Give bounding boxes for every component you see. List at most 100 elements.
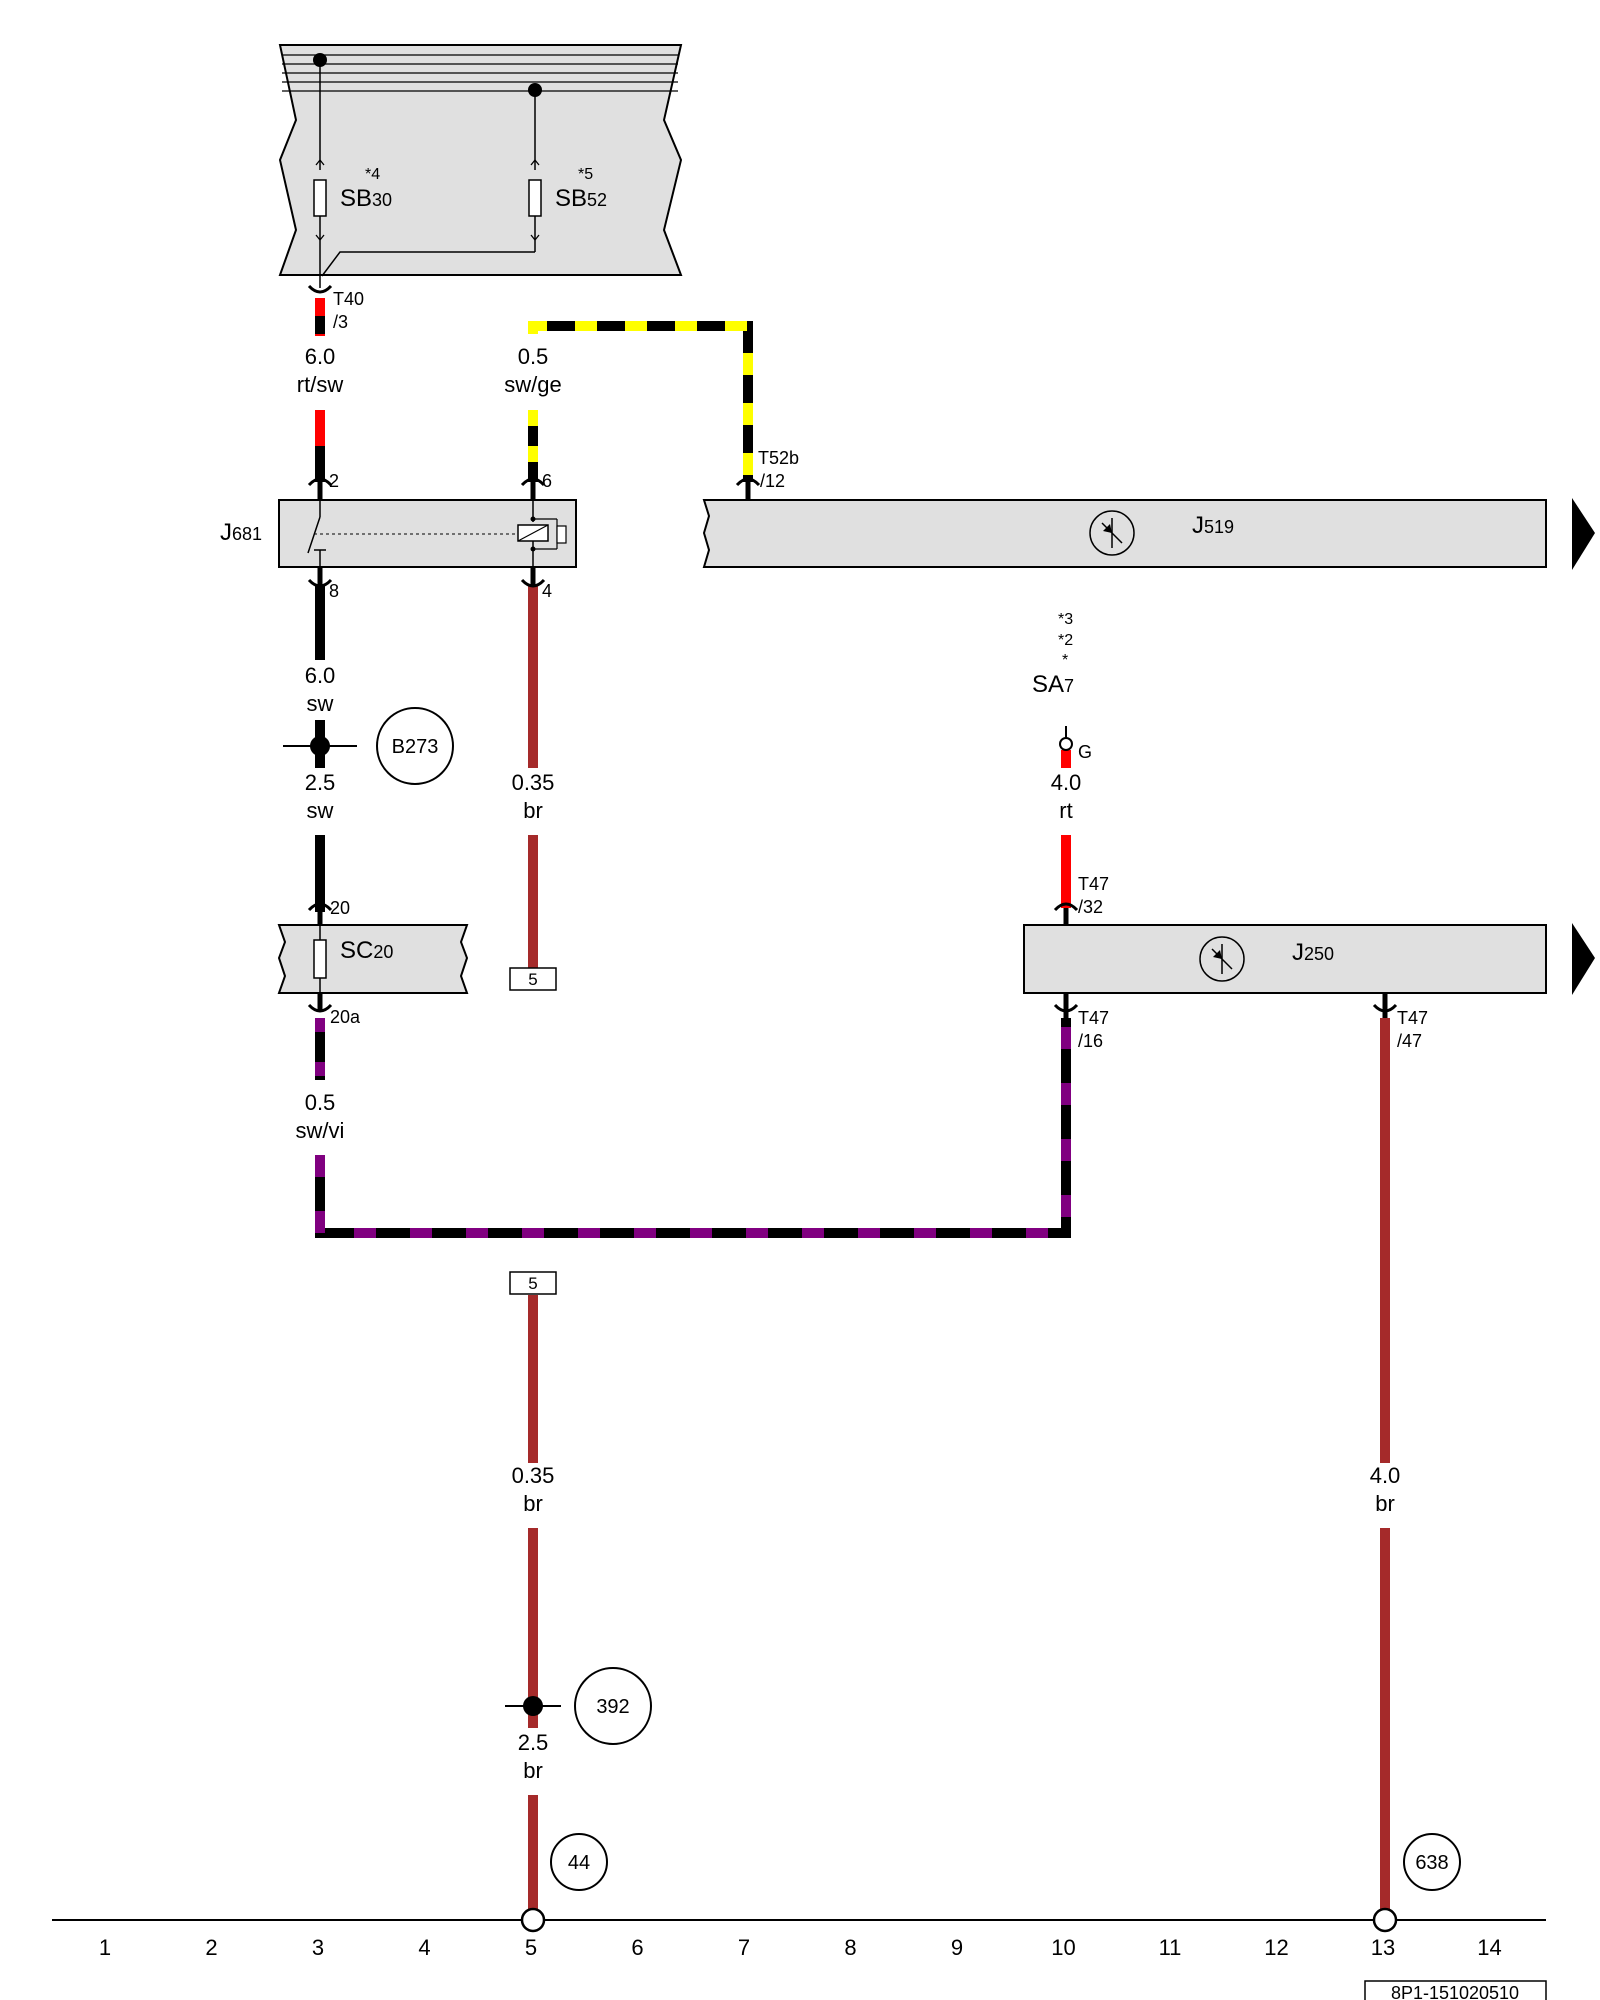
wire-sw-ge-size: 0.5 (518, 344, 549, 369)
j519-pin: /12 (760, 471, 785, 491)
j250-pin-in: /32 (1078, 897, 1103, 917)
svg-text:J681: J681 (220, 519, 262, 546)
continuation-box-bottom: 5 (509, 1271, 557, 1295)
wire-sw-ge-05 (528, 321, 753, 482)
fuse-sb30-note: *4 (365, 166, 380, 183)
fuse-sb52-name: SB (555, 185, 587, 212)
wire-sw-25-size: 2.5 (305, 770, 336, 795)
control-unit-j250: J250 T47 /32 T47 /16 T47 /47 (1023, 874, 1595, 1051)
fuse-carrier-sc20: SC20 20 20a (277, 898, 469, 1027)
ruler-number: 6 (631, 1935, 643, 1960)
fuse-sb52-note: *5 (578, 166, 593, 183)
wire-br-035-bottom-color: br (523, 1491, 543, 1516)
ground-638: 638 (1403, 1833, 1461, 1891)
control-unit-j519: J519 T52b /12 (702, 448, 1595, 570)
wire-br-035-top-color: br (523, 798, 543, 823)
j250-conn-in: T47 (1078, 874, 1109, 894)
j681-pin-2: 2 (329, 471, 339, 491)
wire-rt-sw-size: 6.0 (305, 344, 336, 369)
ruler-number: 3 (312, 1935, 324, 1960)
wire-br-25-size: 2.5 (518, 1730, 549, 1755)
wire-br-035-top-size: 0.35 (512, 770, 555, 795)
ground-bus (52, 1907, 1546, 1933)
j519-name: J (1192, 512, 1204, 539)
diagram-id: 8P1-151020510 (1364, 1980, 1547, 2000)
diagram-id-label: 8P1-151020510 (1391, 1983, 1519, 2000)
fuse-sb30-name: SB (340, 185, 372, 212)
wire-sw-6-color: sw (307, 691, 334, 716)
ruler-number: 4 (418, 1935, 430, 1960)
sc20-sub: 20 (373, 942, 393, 962)
ruler-number: 9 (951, 1935, 963, 1960)
fuse-sb52-sub: 52 (587, 190, 607, 210)
fuse-sb52: *5 SB52 (321, 83, 607, 277)
j681-pin-4: 4 (542, 581, 552, 601)
svg-text:SB30: SB30 (340, 185, 392, 212)
svg-text:SB52: SB52 (555, 185, 607, 212)
wire-labels: 6.0 rt/sw 0.5 sw/ge 6.0 sw 2.5 sw 0.35 b… (296, 344, 1401, 1783)
ruler-number: 10 (1051, 1935, 1075, 1960)
wire-sw-vi-size: 0.5 (305, 1090, 336, 1115)
sc20-pin-in: 20 (330, 898, 350, 918)
svg-text:J519: J519 (1192, 512, 1234, 539)
j681-pin-8: 8 (329, 581, 339, 601)
wire-sw-vi-color: sw/vi (296, 1118, 345, 1143)
sa7-note-3: *3 (1058, 611, 1073, 628)
j681-sub: 681 (232, 524, 262, 544)
fuse-sb30-sub: 30 (372, 190, 392, 210)
connector-t40: T40 /3 (307, 284, 364, 332)
electronic-unit-icon (1089, 510, 1135, 556)
continuation-arrow-icon (1572, 923, 1595, 995)
sc20-name: SC (340, 937, 373, 964)
wire-br-40-size: 4.0 (1370, 1463, 1401, 1488)
ruler-number: 1 (99, 1935, 111, 1960)
j250-conn-out2: T47 (1397, 1008, 1428, 1028)
wire-br-035-bottom-size: 0.35 (512, 1463, 555, 1488)
j681-pin-6: 6 (542, 471, 552, 491)
sa7-sub: 7 (1064, 676, 1074, 696)
sa7-note-1: * (1062, 652, 1068, 669)
ruler-number: 8 (844, 1935, 856, 1960)
fuse-sb30: *4 SB30 (313, 53, 392, 288)
sa7-name: SA (1032, 671, 1064, 698)
j519-connector: T52b (758, 448, 799, 468)
continuation-arrow-icon (1572, 498, 1595, 570)
wire-br-25-color: br (523, 1758, 543, 1783)
wire-sw-6-size: 6.0 (305, 663, 336, 688)
sc20-pin-out: 20a (330, 1007, 361, 1027)
wire-br-40-color: br (1375, 1491, 1395, 1516)
connector-t40-name: T40 (333, 289, 364, 309)
ruler-number: 2 (205, 1935, 217, 1960)
ground-638-label: 638 (1415, 1852, 1448, 1874)
splice-392: 392 (505, 1667, 652, 1745)
j250-pin-out1: /16 (1078, 1031, 1103, 1051)
ruler-number: 5 (525, 1935, 537, 1960)
sa7-terminal: G (1078, 742, 1092, 762)
sa7-note-2: *2 (1058, 632, 1073, 649)
connector-t40-pin: /3 (333, 312, 348, 332)
electronic-unit-icon (1199, 936, 1245, 982)
wire-rt-sw-color: rt/sw (297, 372, 344, 397)
j250-name: J (1292, 939, 1304, 966)
continuation-box-top-label: 5 (528, 970, 537, 989)
ruler-number: 11 (1159, 1935, 1182, 1960)
ruler-number: 7 (738, 1935, 750, 1960)
splice-b273-label: B273 (392, 736, 439, 758)
wires (315, 298, 1390, 1912)
relay-j681: J681 2 6 8 4 (220, 471, 577, 601)
svg-text:SC20: SC20 (340, 937, 393, 964)
svg-text:J250: J250 (1292, 939, 1334, 966)
wire-sw-vi-05 (315, 1018, 1071, 1238)
ground-44: 44 (550, 1833, 608, 1891)
wire-rt-40-color: rt (1059, 798, 1072, 823)
wire-sw-ge-color: sw/ge (504, 372, 561, 397)
ruler-number: 12 (1264, 1935, 1288, 1960)
j250-pin-out2: /47 (1397, 1031, 1422, 1051)
splice-392-label: 392 (596, 1696, 629, 1718)
wire-rt-40-size: 4.0 (1051, 770, 1082, 795)
ruler-number: 13 (1371, 1935, 1395, 1960)
j250-sub: 250 (1304, 944, 1334, 964)
continuation-box-top: 5 (509, 967, 557, 991)
